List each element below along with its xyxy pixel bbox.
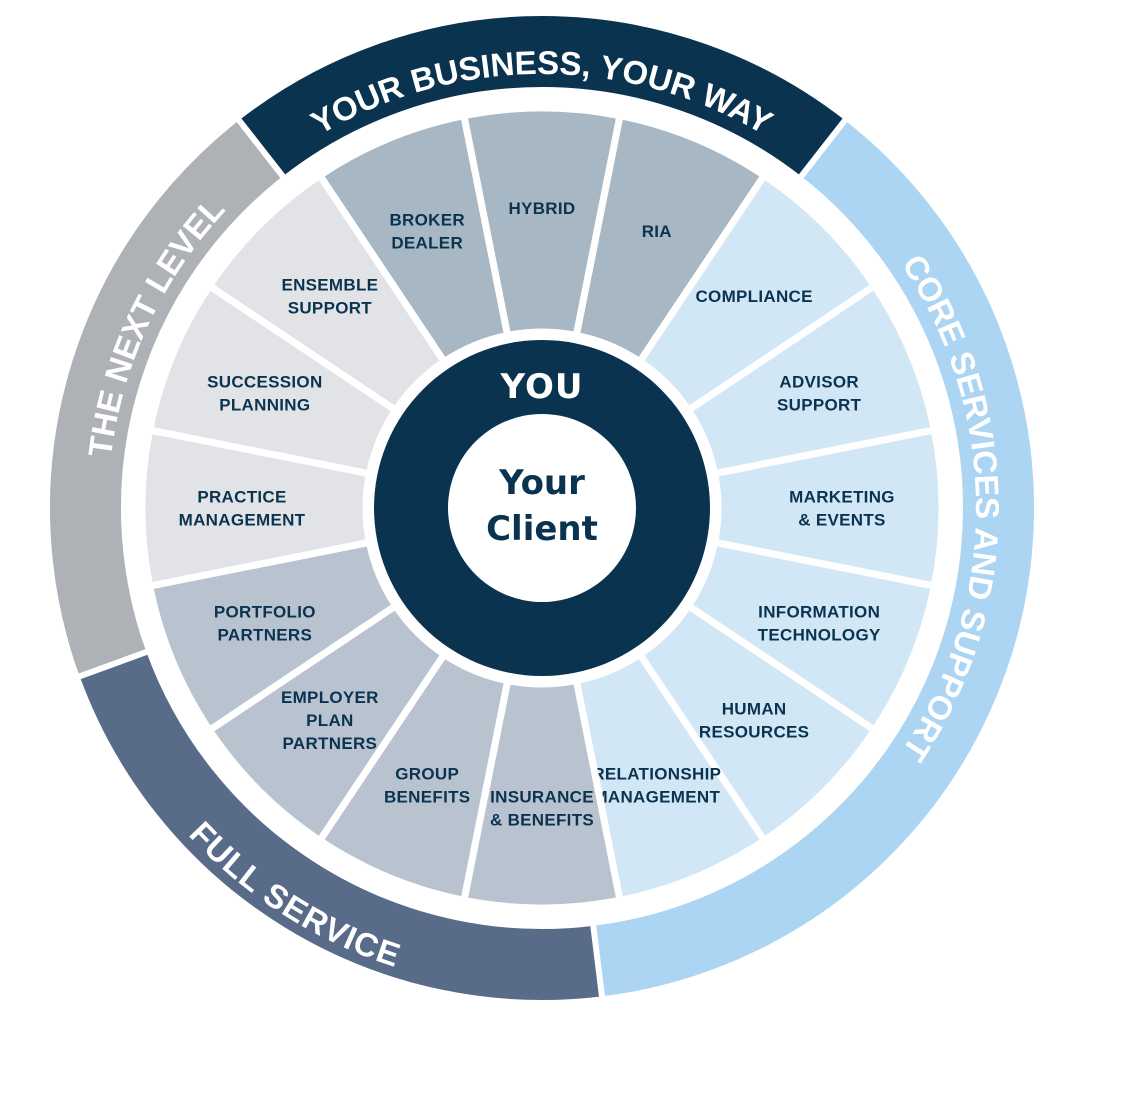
segment-information-technology: INFORMATION TECHNOLOGY [683, 538, 939, 736]
segment-label-line: ADVISOR [779, 373, 859, 392]
ring-full-service [73, 647, 606, 1006]
segment-label: INSURANCE & BENEFITS [490, 788, 594, 830]
segment-label-line: GROUP [395, 765, 459, 784]
service-segments: BROKER DEALER HYBRID RIA COMPLIANCE ADVISOR SU… [138, 104, 946, 912]
segment-label: SUCCESSION PLANNING [207, 373, 322, 415]
segment-label-line: INSURANCE [490, 788, 594, 807]
segment-label-line: MANAGEMENT [179, 511, 306, 530]
segment-broker-dealer: BROKER DEALER [314, 111, 512, 367]
segment-label-line: HUMAN [722, 700, 787, 719]
client-label-line2: Client [486, 509, 598, 549]
segment-label-line: RELATIONSHIP [592, 765, 721, 784]
segment-label-line: MARKETING [789, 488, 895, 507]
segment-label-line: PARTNERS [283, 734, 378, 753]
segment-portfolio-partners: PORTFOLIO PARTNERS [145, 538, 401, 736]
segment-label-line: HYBRID [509, 199, 576, 218]
segment-label: EMPLOYER PLAN PARTNERS [281, 688, 379, 753]
segment-label: GROUP BENEFITS [384, 765, 470, 807]
outer-rings [44, 10, 1040, 1006]
segment-label-line: BROKER [389, 210, 464, 229]
segment-label-line: MANAGEMENT [593, 788, 720, 807]
segment-label-line: SUCCESSION [207, 373, 322, 392]
segment-label-line: PRACTICE [197, 488, 286, 507]
segment-label: ENSEMBLE SUPPORT [281, 275, 378, 317]
segment-label-line: ENSEMBLE [281, 275, 378, 294]
segment-human-resources: HUMAN RESOURCES [634, 600, 880, 846]
segment-label: HYBRID [509, 199, 576, 218]
segment-label: BROKER DEALER [389, 210, 464, 252]
segment-label-line: SUPPORT [777, 396, 862, 415]
segment-shape [204, 170, 450, 416]
segment-label-line: COMPLIANCE [695, 287, 812, 306]
segment-marketing-events: MARKETING & EVENTS [710, 425, 946, 591]
segment-label: RELATIONSHIP MANAGEMENT [592, 765, 721, 807]
segment-label-line: RIA [642, 222, 672, 241]
segment-label: MARKETING & EVENTS [789, 488, 895, 530]
segment-label: PORTFOLIO PARTNERS [214, 602, 316, 644]
segment-label-line: EMPLOYER [281, 688, 379, 707]
you-label: YOU [500, 367, 584, 407]
center-hub: YOU Your Client [374, 340, 710, 676]
segment-relationship-management: RELATIONSHIP MANAGEMENT [572, 649, 770, 905]
segment-label-line: RESOURCES [699, 723, 809, 742]
segment-label-line: PLAN [306, 711, 353, 730]
segment-label: PRACTICE MANAGEMENT [179, 488, 306, 530]
client-label-line1: Your [498, 463, 585, 503]
segment-compliance: COMPLIANCE [634, 170, 880, 416]
segment-label-line: BENEFITS [384, 788, 470, 807]
segment-label-line: PLANNING [219, 396, 310, 415]
segment-label: HUMAN RESOURCES [699, 700, 809, 742]
segment-ensemble-support: ENSEMBLE SUPPORT [204, 170, 450, 416]
segment-practice-management: PRACTICE MANAGEMENT [138, 425, 374, 591]
segment-label: RIA [642, 222, 672, 241]
segment-label-line: & EVENTS [798, 511, 885, 530]
ring-your-business [233, 10, 851, 183]
segment-label-line: & BENEFITS [490, 811, 594, 830]
segment-label-line: INFORMATION [758, 602, 880, 621]
segment-label: ADVISOR SUPPORT [777, 373, 862, 415]
segment-label-line: PORTFOLIO [214, 602, 316, 621]
segment-label: INFORMATION TECHNOLOGY [758, 602, 881, 644]
segment-label-line: SUPPORT [288, 298, 373, 317]
segment-label-line: TECHNOLOGY [758, 625, 881, 644]
segment-label-line: PARTNERS [218, 625, 313, 644]
segment-label: COMPLIANCE [695, 287, 812, 306]
client-circle [448, 414, 636, 602]
segment-label-line: DEALER [391, 233, 463, 252]
